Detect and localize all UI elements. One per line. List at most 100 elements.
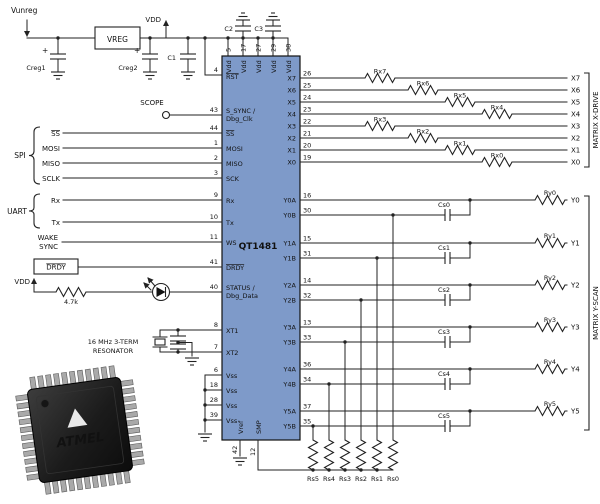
ic-pin-label: X7: [287, 75, 296, 83]
ic-qt1481: QT1481 Vdd Vdd Vdd Vdd Vdd 5 17 27 29 38…: [221, 44, 301, 456]
pin-number: 17: [240, 44, 248, 52]
resistor-label: Ry5: [544, 400, 556, 408]
terminal-label: X1: [571, 147, 580, 155]
terminal-label: Y4: [570, 366, 580, 374]
y-scan-bracket-label: MATRIX Y-SCAN: [592, 286, 600, 340]
pin-number: 14: [303, 277, 311, 285]
resistor-label: Rs4: [323, 475, 335, 483]
capacitor-cs0: [444, 208, 451, 222]
capacitor-cs3: [444, 335, 451, 349]
ic-pin-label: Dbg_Clk: [226, 115, 253, 123]
vreg-box: [94, 26, 141, 50]
atmel-logo-icon: [67, 408, 88, 428]
cap-label: Cs2: [438, 286, 450, 294]
ic-pin-label: Y2B: [282, 297, 296, 305]
ic-pin-label: Vss: [226, 402, 238, 410]
resistor-label: Rx7: [374, 68, 387, 76]
resistor-rs4: [323, 439, 335, 471]
ic-pin-label: Vss: [226, 387, 238, 395]
y-scan-bracket: [584, 195, 590, 431]
pin-number: 33: [303, 334, 311, 342]
pin-number: 44: [210, 124, 218, 132]
left-section: SCOPE SPI UART WAKE SYNC DRDY VDD 4.7k 1…: [7, 66, 258, 442]
resistor-label: Rx4: [491, 104, 504, 112]
ic-pin-label: Y2A: [282, 282, 296, 290]
c2-label: C2: [224, 25, 233, 33]
cap-label: Cs3: [438, 328, 450, 336]
terminal-label: X7: [571, 75, 580, 83]
resistor-label: Ry3: [544, 316, 556, 324]
c3-label: C3: [254, 25, 263, 33]
ic-pin-label: SMP: [255, 420, 263, 434]
wake-sync-label: WAKE: [38, 234, 58, 242]
ic-pin-label: Y5B: [282, 423, 296, 431]
resistor-label: Ry1: [544, 232, 556, 240]
vunreg-label: Vunreg: [11, 6, 38, 15]
chip-body-bevel: [35, 385, 125, 475]
x-drive-bracket-label: MATRIX X-DRIVE: [592, 91, 600, 148]
resistor-label: Rx1: [454, 140, 467, 148]
resistor-rs3: [339, 439, 351, 471]
pin-number: 11: [210, 233, 218, 241]
capacitor-cs4: [444, 377, 451, 391]
pin-number: 10: [210, 213, 218, 221]
ic-body: [221, 55, 301, 441]
pin-number: 41: [210, 258, 218, 266]
ground-symbol: [180, 71, 196, 80]
pin-number: 18: [210, 381, 218, 389]
ic-pin-label: X0: [287, 159, 296, 167]
pin-number: 21: [303, 130, 311, 138]
creg2-label: Creg2: [118, 64, 137, 72]
creg1-label: Creg1: [26, 64, 45, 72]
spi-brace: [28, 126, 41, 185]
scope-probe-point: [161, 110, 171, 120]
ic-pin-label: Tx: [225, 219, 234, 227]
ground-symbol: [142, 71, 158, 80]
cap-label: Cs1: [438, 244, 450, 252]
capacitor-cs5: [444, 419, 451, 433]
pin-number: 29: [270, 44, 278, 52]
c1-label: C1: [167, 54, 176, 62]
terminal-label: Y1: [570, 240, 580, 248]
ic-pin-label: DRDY: [226, 264, 244, 272]
terminal-label: Y5: [570, 408, 580, 416]
pin-number: 25: [303, 82, 311, 90]
pin-number: 8: [214, 321, 218, 329]
ic-pin-label: Y4B: [282, 381, 296, 389]
spi-group-label: SPI: [14, 151, 26, 160]
pin-number: 30: [303, 207, 311, 215]
chip-body: [27, 377, 133, 483]
chip-photo: ATMEL: [15, 365, 145, 495]
ic-pin-label: Vdd: [240, 60, 248, 73]
resistor-rs1: [371, 439, 383, 471]
pin-number: 27: [255, 44, 263, 52]
resistor-4k7: [55, 286, 87, 298]
ic-pin-label: Y1A: [282, 240, 296, 248]
uart-brace: [28, 193, 41, 229]
pin-number: 23: [303, 106, 311, 114]
resistor-label: Rs1: [371, 475, 383, 483]
pin-number: 43: [210, 106, 218, 114]
pin-number: 38: [285, 44, 293, 52]
pin-number: 42: [231, 446, 239, 454]
resonator: [152, 329, 200, 366]
ic-pin-label: Y0B: [282, 212, 296, 220]
vref-ground: [232, 457, 248, 466]
drdy-terminal-box: [33, 258, 79, 275]
ic-pin-label: S_SYNC /: [226, 107, 256, 115]
pin-number: 22: [303, 118, 311, 126]
ic-pin-label: SCK: [226, 175, 240, 183]
pin-number: 37: [303, 403, 311, 411]
ic-pin-label: Y5A: [282, 408, 296, 416]
creg2-capacitor: [141, 53, 159, 60]
status-led: [143, 277, 171, 302]
pin-number: 12: [249, 448, 257, 456]
ic-pin-label: WS: [226, 239, 237, 247]
left-wires: [33, 114, 223, 433]
pin-number: 13: [303, 319, 311, 327]
signal-label-mosi: MOSI: [42, 145, 60, 153]
terminal-label: Y2: [570, 282, 580, 290]
ic-pin-label: X5: [287, 99, 296, 107]
terminal-label: Y0: [570, 197, 580, 205]
